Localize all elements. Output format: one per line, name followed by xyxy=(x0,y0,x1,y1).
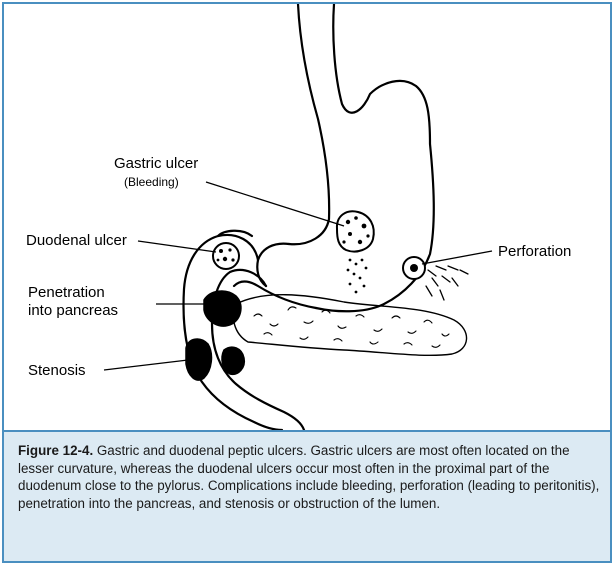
caption-text: Gastric and duodenal peptic ulcers. Gast… xyxy=(18,443,599,511)
gastric-ulcer-label: Gastric ulcer xyxy=(114,155,198,172)
stenosis-label: Stenosis xyxy=(28,362,86,379)
duodenal-ulcer-label: Duodenal ulcer xyxy=(26,232,127,249)
stomach-duodenum-illustration: Gastric ulcer (Bleeding) Duodenal ulcer … xyxy=(4,4,610,430)
duodenal-ulcer-mark xyxy=(213,243,239,269)
penetration-label-line1: Penetration xyxy=(28,284,105,301)
bleeding-label: (Bleeding) xyxy=(124,175,179,189)
penetration-mark xyxy=(204,291,241,326)
gastric-ulcer-mark xyxy=(337,211,374,293)
pancreas xyxy=(233,295,466,356)
penetration-label-line2: into pancreas xyxy=(28,302,118,319)
perforation-label: Perforation xyxy=(498,243,571,260)
bleeding-dots xyxy=(347,259,368,294)
figure-caption: Figure 12-4. Gastric and duodenal peptic… xyxy=(4,430,610,561)
perforation-mark xyxy=(403,257,468,300)
duodenum-outline xyxy=(184,231,304,430)
figure-frame: Gastric ulcer (Bleeding) Duodenal ulcer … xyxy=(2,2,612,563)
figure-number: Figure 12-4. xyxy=(18,443,93,458)
